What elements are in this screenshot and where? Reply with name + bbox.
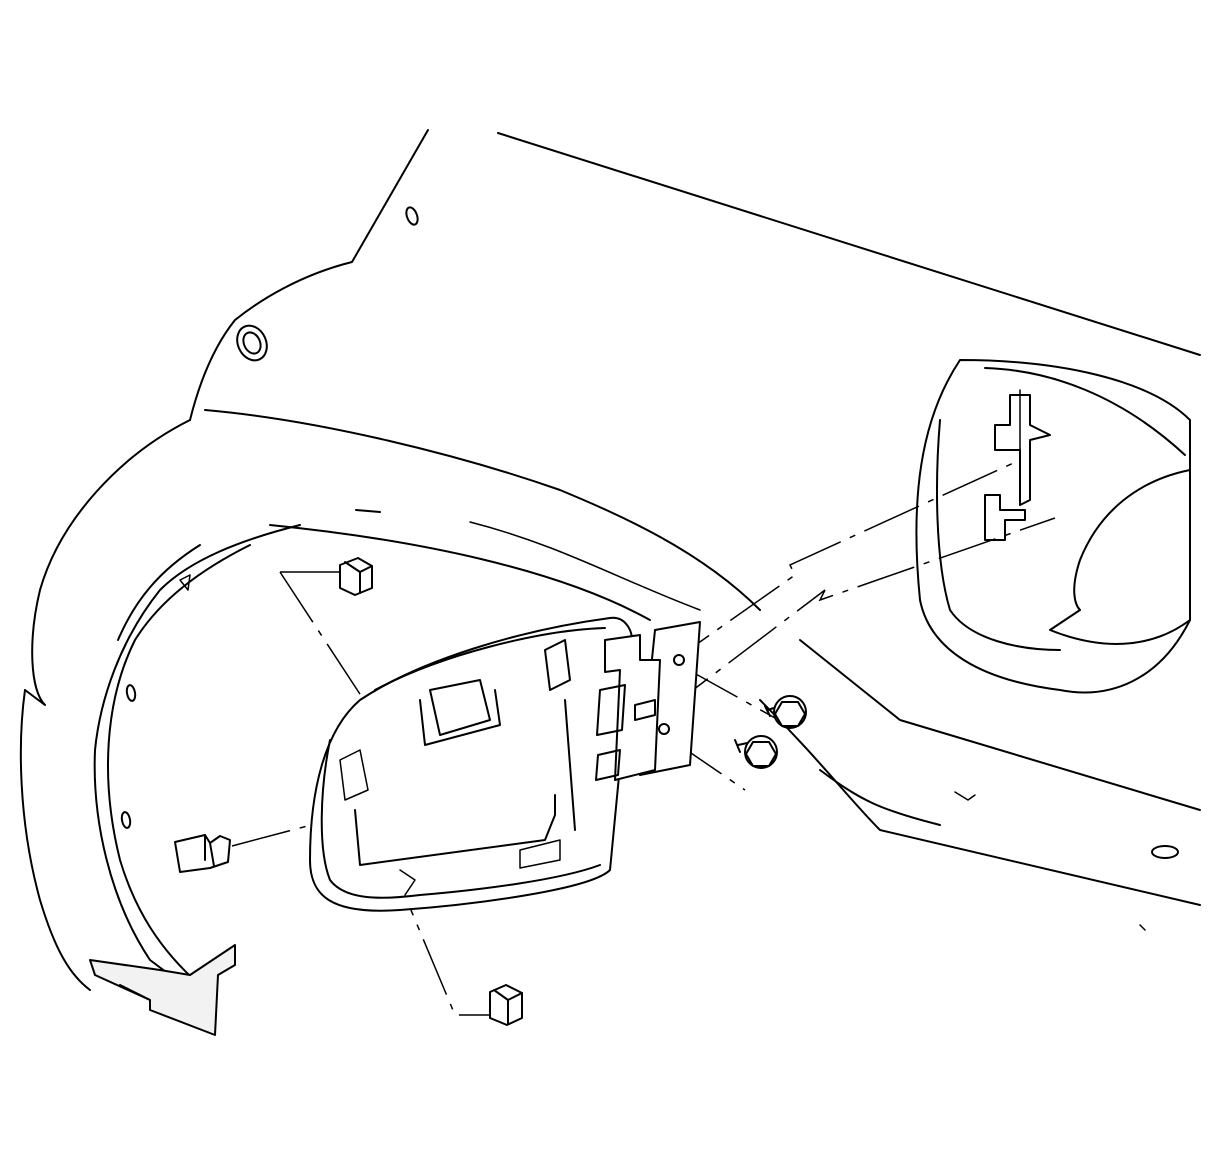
panel-slot-icon [1151, 845, 1179, 859]
quarter-panel [19, 129, 1201, 991]
bolt-icon [744, 735, 778, 769]
retainer-clip [174, 834, 231, 873]
bolt-lower [734, 735, 778, 769]
fuel-filler-opening [915, 359, 1191, 694]
fuel-door-housing [309, 616, 633, 912]
nut-icon [489, 984, 523, 1026]
bolt-upper [764, 695, 807, 729]
nut-icon [339, 557, 373, 596]
wheelhouse-liner [89, 524, 301, 1036]
hinge-bracket [595, 621, 701, 781]
panel-grommet-icon [236, 324, 268, 362]
bolt-icon [773, 695, 807, 729]
push-nut-lower [489, 984, 523, 1026]
panel-hole-icon [405, 206, 419, 226]
push-nut-upper [339, 557, 373, 596]
